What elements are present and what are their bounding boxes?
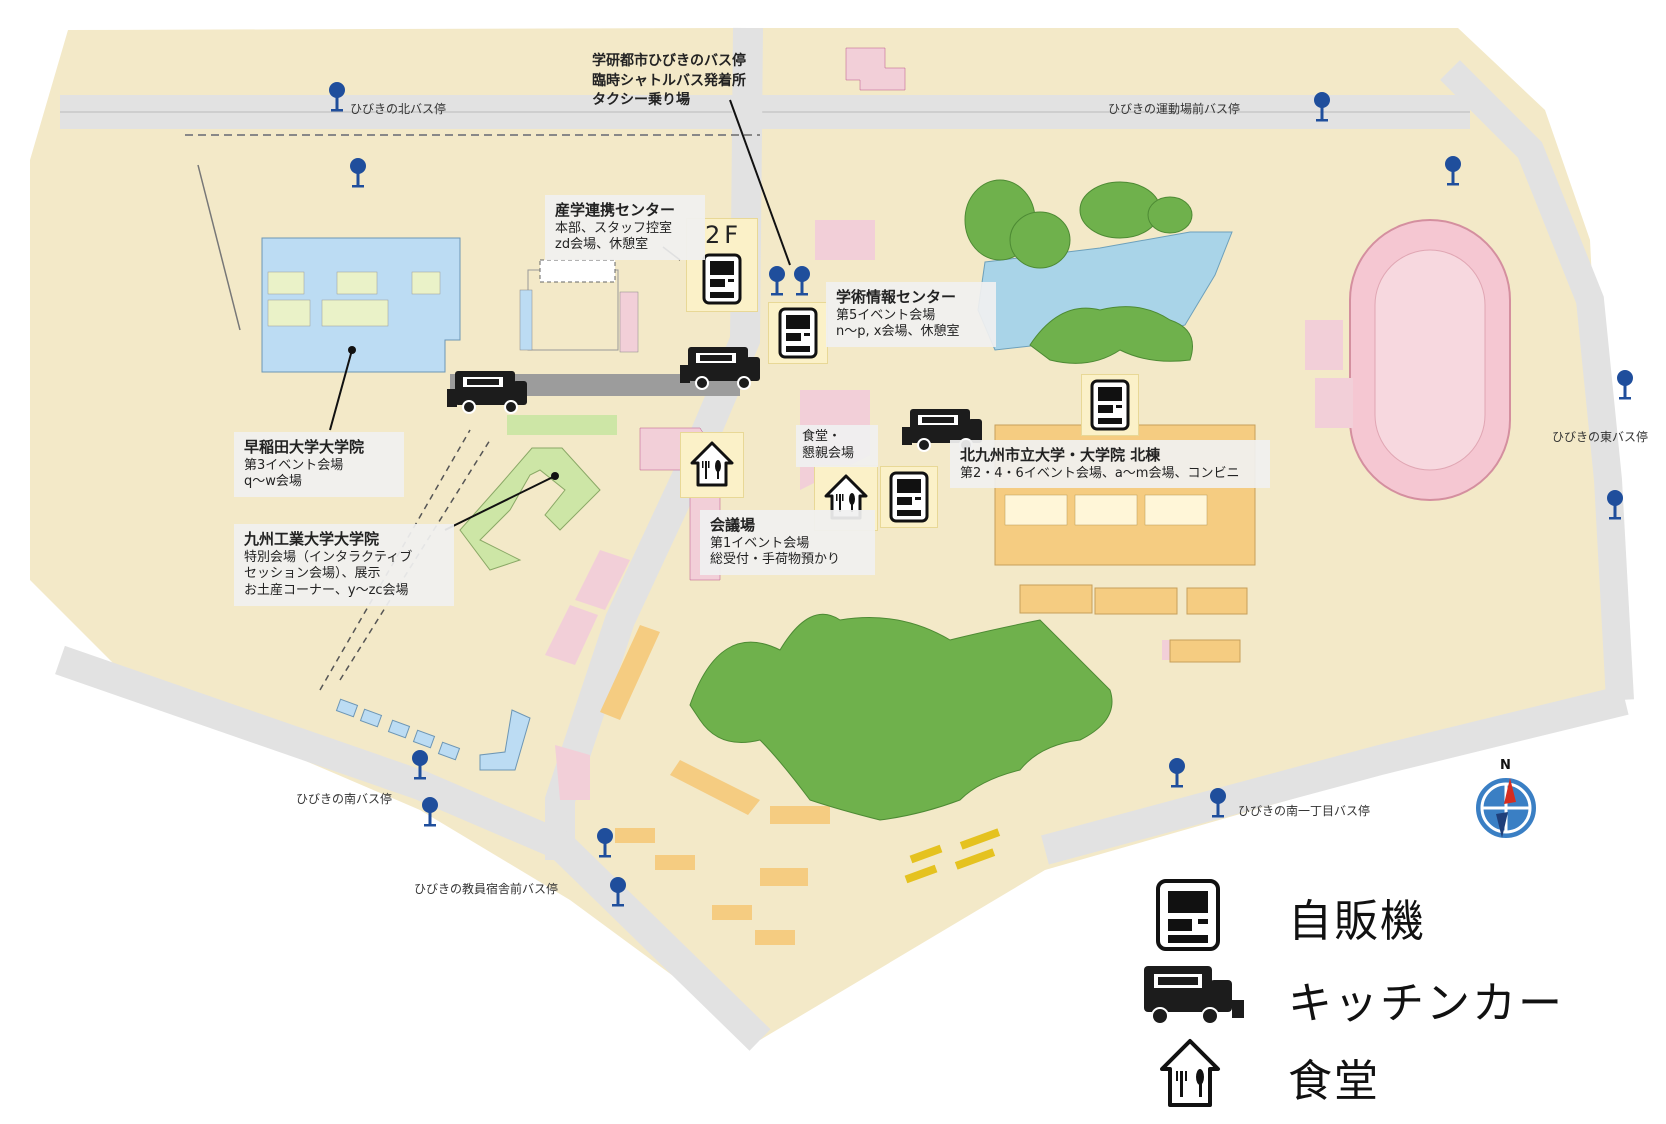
bus-stop-south-label: ひびきの南バス停 bbox=[296, 792, 393, 806]
vending-machine-icon-shokudo bbox=[880, 466, 938, 528]
building-shokudo-line2: 懇親会場 bbox=[802, 445, 855, 461]
building-sangaku-line1: 本部、スタッフ控室 bbox=[555, 220, 673, 236]
legend-vending-machine-icon bbox=[1156, 879, 1220, 951]
transport-callout-line2: 臨時シャトルバス発着所 bbox=[592, 72, 746, 89]
transport-callout: 学研都市ひびきのバス停 臨時シャトルバス発着所 タクシー乗り場 bbox=[592, 52, 746, 111]
vending-machine-icon-gakujutsu bbox=[768, 302, 828, 364]
building-kitakyushu-label: 北九州市立大学・大学院 北棟 第2・4・6イベント会場、a〜m会場、コンビニ bbox=[950, 440, 1270, 489]
building-kyushu-line2: セッション会場）、展示 bbox=[244, 566, 381, 582]
building-kyushu-line1: 特別会場（インタラクティブ bbox=[244, 549, 413, 565]
legend-kitchen-car-icon bbox=[1144, 966, 1244, 1025]
transport-callout-line3: タクシー乗り場 bbox=[592, 92, 690, 109]
building-kaigijo-label: 会議場 第1イベント会場 総受付・手荷物預かり bbox=[700, 510, 875, 576]
legend: 自販機 キッチンカー 食堂 bbox=[1140, 875, 1620, 1115]
building-shokudo-label: 食堂・ 懇親会場 bbox=[796, 425, 878, 467]
bus-stop-teacher-housing-label: ひびきの教員宿舎前バス停 bbox=[414, 882, 559, 896]
legend-kitchen-car-label: キッチンカー bbox=[1288, 978, 1564, 1029]
building-sangaku-label: 産学連携センター 本部、スタッフ控室 zd会場、休憩室 bbox=[545, 195, 705, 261]
building-kaigijo-line1: 第1イベント会場 bbox=[710, 535, 810, 551]
building-sangaku-line2: zd会場、休憩室 bbox=[555, 237, 649, 253]
building-shokudo-line1: 食堂・ bbox=[802, 429, 842, 444]
building-kyushu-title: 九州工業大学大学院 bbox=[244, 530, 380, 548]
compass-icon bbox=[1474, 776, 1538, 840]
building-gakujutsu-title: 学術情報センター bbox=[836, 288, 957, 306]
legend-cafeteria-icon bbox=[1160, 1039, 1220, 1107]
floor-label: 2F bbox=[705, 221, 743, 249]
building-waseda-title: 早稲田大学大学院 bbox=[244, 438, 365, 456]
building-kyushu-line3: お土産コーナー、y〜zc会場 bbox=[244, 583, 409, 599]
bus-stop-south-1chome-label: ひびきの南一丁目バス停 bbox=[1238, 804, 1371, 818]
building-waseda-line1: 第3イベント会場 bbox=[244, 457, 344, 473]
building-gakujutsu-line1: 第5イベント会場 bbox=[836, 307, 936, 323]
bus-stop-east-label: ひびきの東バス停 bbox=[1552, 430, 1649, 444]
building-kitakyushu-title: 北九州市立大学・大学院 北棟 bbox=[960, 446, 1161, 464]
building-waseda-label: 早稲田大学大学院 第3イベント会場 q〜w会場 bbox=[234, 432, 404, 498]
bus-stop-north-label: ひびきの北バス停 bbox=[350, 102, 447, 116]
building-gakujutsu-label: 学術情報センター 第5イベント会場 n〜p, x会場、休憩室 bbox=[826, 282, 996, 348]
legend-cafeteria-label: 食堂 bbox=[1288, 1056, 1380, 1107]
bus-stop-pin-east-1 bbox=[1617, 370, 1633, 400]
legend-vending-label: 自販機 bbox=[1288, 896, 1426, 947]
transport-callout-line1: 学研都市ひびきのバス停 bbox=[592, 53, 746, 69]
building-kitakyushu-line1: 第2・4・6イベント会場、a〜m会場、コンビニ bbox=[960, 465, 1240, 481]
building-waseda-line2: q〜w会場 bbox=[244, 474, 302, 490]
vending-machine-icon-kitakyushu bbox=[1081, 374, 1139, 436]
cafeteria-icon-kaigijo bbox=[680, 432, 744, 498]
building-sangaku-title: 産学連携センター bbox=[555, 201, 676, 219]
building-gakujutsu-line2: n〜p, x会場、休憩室 bbox=[836, 324, 960, 340]
building-kaigijo-title: 会議場 bbox=[710, 516, 756, 534]
building-kaigijo-line2: 総受付・手荷物預かり bbox=[710, 552, 841, 568]
compass-north-letter: N bbox=[1500, 758, 1511, 773]
bus-stop-sports-ground-label: ひびきの運動場前バス停 bbox=[1108, 102, 1241, 116]
building-kyushu-label: 九州工業大学大学院 特別会場（インタラクティブ セッション会場）、展示 お土産コ… bbox=[234, 524, 454, 607]
